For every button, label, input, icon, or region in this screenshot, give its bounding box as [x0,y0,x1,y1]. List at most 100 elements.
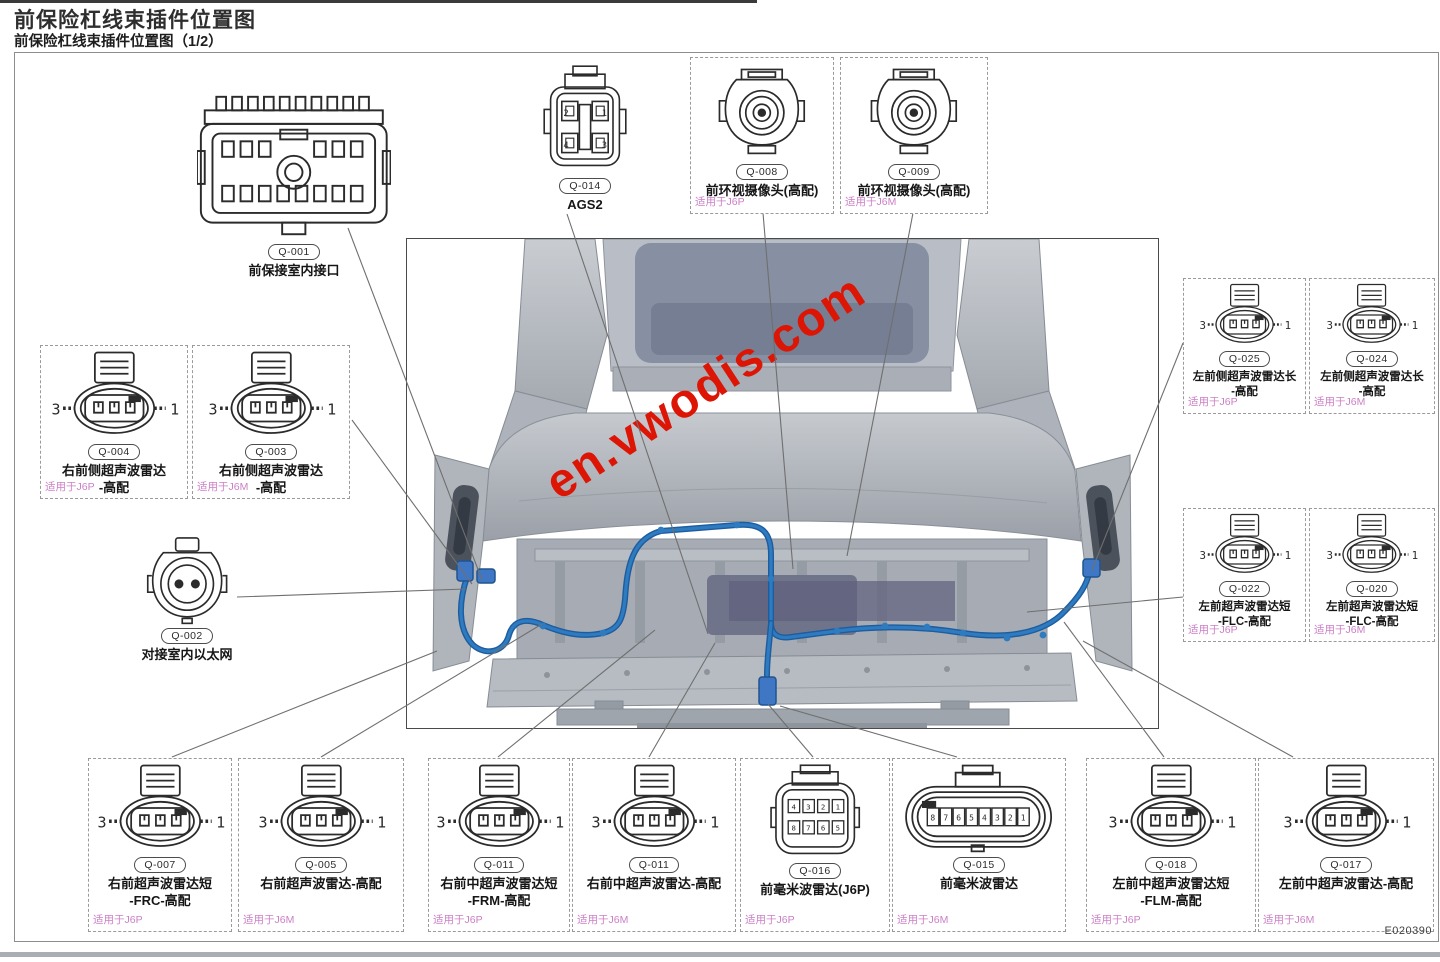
vehicle-illustration-box: en.vwodis.com [406,238,1159,729]
connector-name: 右前侧超声波雷达 -高配 [218,463,323,495]
svg-text:1: 1 [216,813,225,831]
svg-text:3: 3 [995,813,1000,822]
radar3-connector-icon: 3 1 [239,762,403,854]
svg-text:4: 4 [791,802,796,811]
connector-id-tag: Q-014 [559,178,611,194]
connector-id-tag: Q-011 [628,857,680,873]
connector-id-tag: Q-007 [134,857,186,873]
connector-name: 左前侧超声波雷达长 -高配 [1192,371,1297,398]
svg-text:1: 1 [555,813,564,831]
svg-text:1: 1 [1227,813,1236,831]
svg-text:4: 4 [982,813,987,822]
bottom-window-edge [0,952,1440,957]
connector-name: 前毫米波雷达 [939,876,1018,891]
svg-text:2: 2 [1008,813,1013,822]
round2-connector-icon [112,533,262,625]
svg-text:6: 6 [821,824,825,833]
svg-text:2: 2 [563,109,568,119]
svg-text:4: 4 [563,141,568,151]
connector-id-tag: Q-004 [88,444,140,460]
variant-note: 适用于J6P [1188,624,1238,636]
svg-text:1: 1 [1284,319,1290,332]
connector-name: 左前超声波雷达短 -FLC-高配 [1198,601,1291,628]
svg-text:1: 1 [1284,549,1290,562]
svg-text:3: 3 [51,400,60,418]
multipin-connector-icon [195,91,393,241]
variant-note: 适用于J6P [695,196,745,208]
connector-id-tag: Q-020 [1346,581,1398,597]
svg-text:1: 1 [1412,549,1418,562]
connector-name: 前保接室内接口 [248,263,340,278]
figure-id: E020390 [1384,925,1432,937]
radar3-connector-icon: 3 1 [1184,512,1305,578]
connector-name: 左前中超声波雷达短 -FLM-高配 [1112,876,1230,908]
svg-text:1: 1 [835,802,839,811]
connector-callout-q-002: Q-002 对接室内以太网 [112,530,262,666]
svg-text:3: 3 [602,141,607,151]
connector-name: 左前超声波雷达短 -FLC-高配 [1326,601,1418,628]
svg-text:3: 3 [97,813,106,831]
vehicle-front-illustration: en.vwodis.com [432,239,1133,728]
connector-name: 右前中超声波雷达-高配 [586,876,722,891]
connector-id-tag: Q-001 [268,244,320,260]
variant-note: 适用于J6P [45,481,95,493]
variant-note: 适用于J6P [433,914,483,926]
variant-note: 适用于J6M [197,481,249,493]
svg-text:3: 3 [1199,549,1205,562]
page-top-rule [0,0,757,3]
connector-id-tag: Q-024 [1346,351,1398,367]
connector-name: 右前超声波雷达-高配 [260,876,382,891]
page-title: 前保险杠线束插件位置图 [14,9,256,32]
radar3-connector-icon: 3 1 [1310,282,1434,348]
svg-text:2: 2 [821,802,825,811]
variant-note: 适用于J6P [93,914,143,926]
connector-id-tag: Q-016 [789,863,841,879]
connector-id-tag: Q-017 [1320,857,1372,873]
radar3-connector-icon: 3 1 [1087,762,1255,854]
svg-text:3: 3 [1283,813,1292,831]
svg-text:3: 3 [591,813,600,831]
svg-text:1: 1 [1021,813,1026,822]
svg-text:3: 3 [436,813,445,831]
connector-id-tag: Q-008 [736,164,788,180]
connector-name: 左前中超声波雷达-高配 [1278,876,1414,891]
connector-name: 右前侧超声波雷达 -高配 [61,463,166,495]
svg-text:7: 7 [806,824,810,833]
connector-id-tag: Q-009 [888,164,940,180]
connector-id-tag: Q-005 [295,857,347,873]
radar3-connector-icon: 3 1 [1184,282,1305,348]
variant-note: 适用于J6P [1091,914,1141,926]
connector-name: 对接室内以太网 [141,647,233,662]
fourpin-connector-icon: 2 1 4 3 [528,63,642,175]
variant-note: 适用于J6M [243,914,295,926]
connector-id-tag: Q-018 [1145,857,1197,873]
camera-connector-icon [691,61,833,161]
svg-text:1: 1 [170,400,179,418]
svg-text:3: 3 [806,802,810,811]
camera-connector-icon [841,61,987,161]
radar3-connector-icon: 3 1 [573,762,735,854]
svg-text:3: 3 [1327,549,1333,562]
connector-id-tag: Q-025 [1218,351,1271,367]
svg-text:3: 3 [208,400,217,418]
svg-text:1: 1 [602,109,607,119]
connector-name: 前环视摄像头(高配) [857,183,971,198]
svg-text:1: 1 [710,813,719,831]
variant-note: 适用于J6P [745,914,795,926]
svg-text:1: 1 [327,400,336,418]
connector-id-tag: Q-002 [161,628,213,644]
